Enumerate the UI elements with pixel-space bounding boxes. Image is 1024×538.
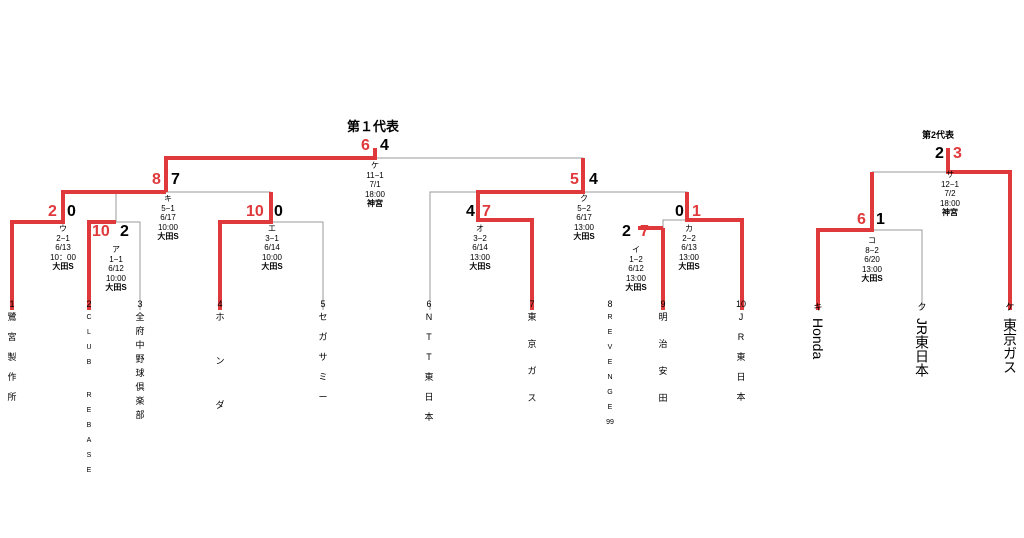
score-a-right: 2 (120, 223, 129, 240)
score-ku-left: 5 (570, 171, 579, 188)
score-ka-right: 1 (692, 203, 701, 220)
score-ki-right: 7 (171, 171, 180, 188)
score-sa-right: 3 (953, 145, 962, 162)
team-5: 5 セガサミー (318, 299, 328, 402)
score-sa-left: 2 (935, 145, 944, 162)
team-9: 9 明治安田 (658, 299, 668, 403)
score-u-right: 0 (67, 203, 76, 220)
team-1: 1 鷺宮製作所 (7, 299, 17, 402)
team-4: 4 ホンダ (215, 299, 225, 410)
score-i-right: 7 (640, 223, 649, 240)
score-o-left: 4 (466, 203, 475, 220)
score-ke-left: 6 (361, 137, 370, 154)
team-3: 3 全府中野球倶楽部 (135, 299, 145, 420)
score-ku-right: 4 (589, 171, 598, 188)
first-place-title: 第１代表 (347, 119, 400, 134)
team-7: 7 東京ガス (527, 299, 537, 403)
score-o-right: 7 (482, 203, 491, 220)
score-u-left: 2 (48, 203, 57, 220)
score-i-left: 2 (622, 223, 631, 240)
score-ko-right: 1 (876, 211, 885, 228)
score-ke-right: 4 (380, 137, 389, 154)
second-place-title: 第2代表 (922, 130, 955, 140)
team2-honda: キ Honda (810, 302, 826, 360)
score-ko-left: 6 (857, 211, 866, 228)
team2-jr-east: ク JR東日本 (914, 302, 930, 378)
team2-tokyo-gas: ケ 東京ガス (1002, 302, 1018, 374)
score-e-right: 0 (274, 203, 283, 220)
score-a-left: 10 (92, 223, 110, 240)
score-e-left: 10 (246, 203, 264, 220)
score-ki-left: 8 (152, 171, 161, 188)
score-ka-left: 0 (675, 203, 684, 220)
